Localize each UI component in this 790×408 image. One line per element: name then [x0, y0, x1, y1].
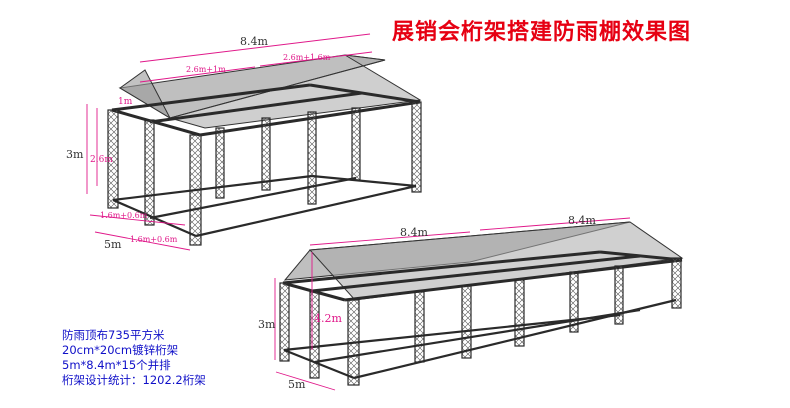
- spec-note: 桁架设计统计：1202.2桁架: [62, 373, 206, 387]
- bottom-tent: 8.4m 8.4m 4.2m 3m 5m: [258, 214, 684, 391]
- spec-notes: 防雨顶布735平方米 20cm*20cm镀锌桁架 5m*8.4m*15个并排 桁…: [62, 328, 206, 388]
- top-dimensions: [86, 33, 373, 251]
- top-width-part-b-label: 1.6m+0.6m: [130, 235, 178, 244]
- spec-note: 5m*8.4m*15个并排: [62, 358, 171, 372]
- top-length-label: 8.4m: [240, 35, 268, 48]
- bottom-column-height-label: 3m: [258, 318, 276, 331]
- spec-note: 防雨顶布735平方米: [62, 328, 165, 342]
- top-beams: [111, 83, 421, 137]
- top-width-label: 5m: [104, 238, 122, 251]
- bottom-length-right-label: 8.4m: [568, 214, 596, 227]
- spec-note: 20cm*20cm镀锌桁架: [62, 343, 179, 357]
- top-total-height-label: 3m: [66, 148, 84, 161]
- bottom-beams: [282, 250, 683, 302]
- top-segment-left-label: 2.6m+1m: [186, 65, 226, 74]
- page-title: 展销会桁架搭建防雨棚效果图: [392, 20, 692, 45]
- top-width-part-a-label: 1.6m+0.6m: [100, 211, 148, 220]
- top-column-height-label: 2.6m: [90, 155, 113, 165]
- top-ridge-label: 1m: [118, 97, 133, 107]
- bottom-dimensions: [274, 217, 631, 391]
- top-roof-gable: [119, 69, 172, 120]
- bottom-width-label: 5m: [288, 378, 306, 391]
- top-base-beams: [112, 174, 417, 238]
- bottom-base-beams: [283, 298, 677, 380]
- top-tent: 8.4m 2.6m+1m 2.6m+1.6m 1m 3m 2.6m 5m 1.6…: [66, 33, 422, 251]
- bottom-length-left-label: 8.4m: [400, 226, 428, 239]
- bottom-total-height-label: 4.2m: [314, 312, 342, 325]
- top-segment-right-label: 2.6m+1.6m: [283, 53, 331, 62]
